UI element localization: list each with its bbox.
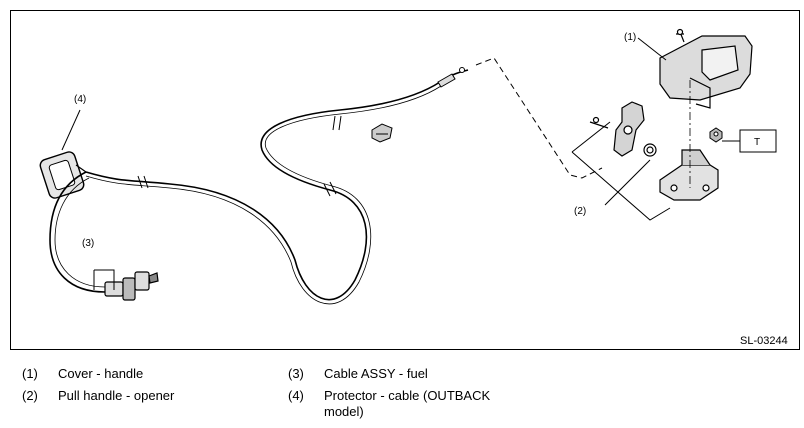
- cable-break-marks: [137, 115, 342, 197]
- cable-end-handle: [437, 67, 465, 88]
- nut: [709, 127, 723, 143]
- fuel-lid-opener-diagram: (1) (4) (3) (2) T SL-03244: [10, 10, 800, 350]
- cable-protector: [39, 151, 87, 199]
- legend-text: Protector - cable (OUTBACK: [324, 388, 491, 403]
- cable-to-lid: [49, 171, 106, 293]
- torque-label: T: [754, 137, 760, 148]
- figure-border: [10, 10, 800, 350]
- legend-text-cont: model): [324, 404, 364, 419]
- callout-2: (2): [574, 206, 586, 217]
- callout-4: (4): [74, 94, 86, 105]
- figure-id: SL-03244: [740, 335, 788, 347]
- cover-handle: [659, 28, 753, 109]
- cable-to-lid-inner: [54, 177, 106, 288]
- callout-3: (3): [82, 238, 94, 249]
- legend-text: Pull handle - opener: [58, 388, 175, 403]
- dashed-leader: [475, 57, 603, 179]
- legend-item-4: (4) Protector - cable (OUTBACK model): [288, 388, 588, 422]
- leader-lines: [61, 37, 740, 290]
- cable-clip: [371, 123, 393, 143]
- cable-main: [85, 69, 469, 301]
- bracket: [659, 149, 719, 201]
- legend-item-2: (2) Pull handle - opener: [22, 388, 282, 406]
- legend-num: (4): [288, 388, 304, 403]
- legend-num: (1): [22, 366, 38, 381]
- legend-text: Cable ASSY - fuel: [324, 366, 428, 381]
- pull-handle: [589, 101, 657, 157]
- legend-item-1: (1) Cover - handle: [22, 366, 282, 384]
- legend-text: Cover - handle: [58, 366, 144, 381]
- legend-num: (3): [288, 366, 304, 381]
- diagram-frame: (1) (4) (3) (2) T SL-03244: [10, 10, 800, 350]
- legend-item-3: (3) Cable ASSY - fuel: [288, 366, 588, 384]
- torque-box: [739, 129, 777, 153]
- cable-inner: [85, 85, 442, 305]
- cable-end-assy: [104, 271, 159, 301]
- legend-num: (2): [22, 388, 38, 403]
- callout-1: (1): [624, 32, 636, 43]
